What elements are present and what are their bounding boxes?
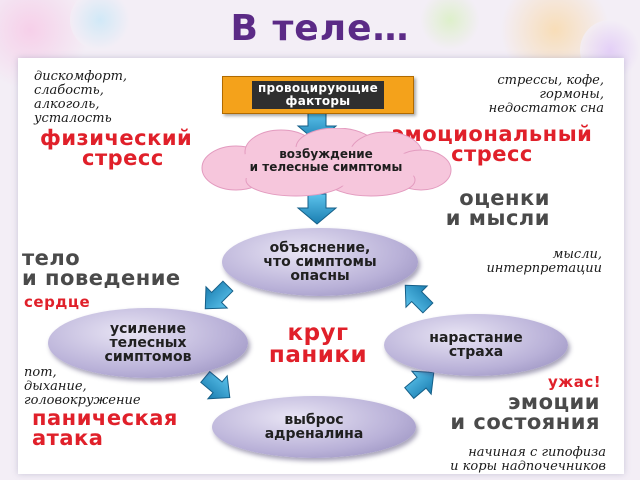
cloud-line: и телесные симптомы [249, 160, 403, 174]
heading-line: стресс [451, 142, 533, 166]
evaluations-heading: оценки и мысли [420, 186, 550, 230]
note-line: мысли, [552, 247, 602, 262]
heading-line: паническая [32, 406, 178, 430]
heading-line: круг [287, 320, 349, 346]
symptoms-increase-oval: усиление телесных симптомов [48, 308, 248, 378]
arousal-cloud: возбуждение и телесные симптомы [196, 127, 456, 198]
arrow-icon [200, 370, 231, 400]
decor-bubble [420, 0, 480, 50]
oval-line: выброс [284, 412, 344, 428]
arrow-icon [404, 284, 434, 314]
heart-label: сердце [24, 293, 91, 311]
note-line: пот, [24, 365, 57, 380]
down-arrow-icon [296, 193, 338, 225]
oval-line: усиление [110, 321, 186, 337]
body-behavior-heading: тело и поведение [22, 246, 181, 290]
symptoms-note: пот, дыхание, головокружение [24, 366, 141, 408]
heading-line: паники [268, 342, 368, 368]
heading-line: стресс [82, 146, 164, 170]
note-line: слабость, [34, 83, 104, 98]
note-line: и коры надпочечников [450, 459, 606, 474]
emotional-stress-heading: эмоциональный стресс [372, 122, 612, 166]
explanation-oval: объяснение, что симптомы опасны [222, 228, 418, 296]
note-line: интерпретации [486, 261, 602, 276]
oval-line: страха [448, 344, 504, 360]
note-line: гормоны, [539, 87, 604, 102]
heading-line: оценки [459, 186, 550, 210]
provoking-factors-box: провоцирующие факторы [222, 76, 414, 114]
emotional-factors-note: стрессы, кофе, гормоны, недостаток сна [436, 74, 604, 116]
thoughts-note: мысли, интерпретации [436, 248, 602, 276]
oval-line: что симптомы [263, 254, 377, 270]
adrenaline-oval: выброс адреналина [212, 396, 416, 458]
oval-line: опасны [290, 268, 350, 284]
factors-line: провоцирующие [257, 81, 379, 95]
heading-line: и состояния [450, 410, 600, 434]
panic-circle-heading: круг паники [252, 320, 384, 368]
decor-bubble [70, 0, 130, 50]
heading-line: физический [40, 126, 193, 150]
heading-line: и поведение [22, 266, 181, 290]
heading-line: и мысли [445, 206, 550, 230]
heading-line: эмоции [507, 390, 600, 414]
page-title: В теле… [230, 8, 410, 49]
oval-line: нарастание [429, 330, 523, 346]
horror-label: ужас! [548, 373, 602, 391]
heading-line: атака [32, 426, 104, 450]
note-line: головокружение [24, 393, 141, 408]
fear-growth-oval: нарастание страха [384, 314, 568, 376]
physical-factors-note: дискомфорт, слабость, алкоголь, усталост… [34, 70, 127, 126]
note-line: алкоголь, [34, 97, 100, 112]
oval-line: телесных [109, 335, 187, 351]
heading-line: тело [22, 246, 81, 270]
note-line: начиная с гипофиза [468, 445, 606, 460]
emotions-heading: эмоции и состояния [424, 390, 600, 434]
note-line: недостаток сна [488, 101, 604, 116]
cloud-line: возбуждение [279, 147, 373, 161]
arrow-icon [404, 370, 435, 400]
oval-line: объяснение, [269, 240, 371, 256]
factors-line: факторы [285, 94, 351, 108]
note-line: стрессы, кофе, [497, 73, 604, 88]
heading-line: эмоциональный [391, 122, 593, 146]
adrenaline-source-note: начиная с гипофиза и коры надпочечников [396, 446, 606, 474]
physical-stress-heading: физический стресс [40, 126, 193, 170]
note-line: усталость [34, 111, 112, 126]
arrow-icon [204, 280, 234, 310]
cloud-shape-icon [201, 127, 452, 197]
oval-line: адреналина [264, 426, 364, 442]
note-line: дыхание, [24, 379, 87, 394]
panic-attack-heading: паническая атака [32, 406, 178, 450]
oval-line: симптомов [104, 349, 192, 365]
note-line: дискомфорт, [34, 69, 128, 84]
